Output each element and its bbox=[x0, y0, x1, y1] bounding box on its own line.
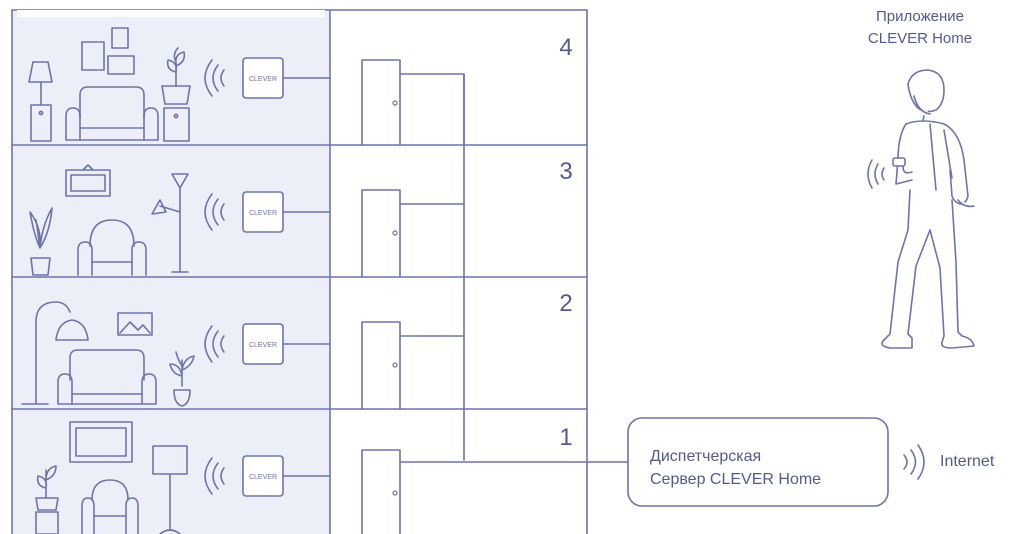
plant-icon bbox=[29, 207, 53, 276]
plant-icon bbox=[161, 47, 191, 142]
floor-4: CLEVER bbox=[28, 27, 465, 146]
device-label: CLEVER bbox=[249, 474, 277, 481]
sofa-icon bbox=[65, 86, 159, 141]
phone-signal-icon bbox=[867, 159, 885, 189]
wifi-signal-icon bbox=[204, 193, 225, 231]
plant-icon bbox=[169, 351, 195, 407]
sofa-icon bbox=[57, 349, 157, 405]
device-label: CLEVER bbox=[249, 210, 277, 217]
door-icon bbox=[361, 321, 465, 410]
device-label: CLEVER bbox=[249, 76, 277, 83]
server-label-line1: Диспетчерская bbox=[650, 448, 762, 465]
app-label: Приложение CLEVER Home bbox=[835, 6, 1005, 50]
person-with-phone-icon bbox=[881, 69, 975, 349]
picture-frame-icon bbox=[69, 421, 133, 463]
wifi-signal-icon bbox=[204, 325, 225, 363]
server-label-line2: Сервер CLEVER Home bbox=[650, 471, 822, 488]
floor-lamp-icon bbox=[28, 61, 53, 142]
floor-2: CLEVER bbox=[21, 301, 465, 410]
wifi-signal-icon bbox=[204, 59, 225, 97]
floor-number-3: 3 bbox=[559, 158, 573, 185]
wifi-signal-icon bbox=[204, 457, 225, 495]
server-box bbox=[627, 417, 889, 507]
floor-lamp-icon bbox=[151, 173, 189, 273]
floor-1: CLEVER bbox=[35, 421, 401, 534]
internet-label: Internet bbox=[940, 453, 995, 470]
floor-3: CLEVER bbox=[29, 164, 465, 278]
door-icon bbox=[361, 189, 465, 278]
plant-icon bbox=[35, 465, 59, 534]
floor-lamp-icon bbox=[152, 445, 188, 534]
armchair-icon bbox=[81, 479, 139, 534]
armchair-icon bbox=[77, 219, 147, 276]
floor-number-4: 4 bbox=[559, 34, 573, 61]
arc-floor-lamp-icon bbox=[21, 301, 89, 405]
signal-waves-icon bbox=[903, 444, 925, 480]
floor-number-2: 2 bbox=[559, 290, 573, 317]
app-label-line1: Приложение bbox=[876, 8, 964, 25]
server-label: Диспетчерская Сервер CLEVER Home bbox=[650, 445, 821, 491]
picture-frame-icon bbox=[65, 164, 111, 197]
door-icon bbox=[361, 59, 465, 146]
device-label: CLEVER bbox=[249, 342, 277, 349]
picture-frames-icon bbox=[81, 27, 135, 75]
app-label-line2: CLEVER Home bbox=[867, 30, 973, 47]
floor-number-1: 1 bbox=[559, 424, 573, 451]
door-icon bbox=[361, 449, 401, 534]
picture-icon bbox=[117, 312, 153, 336]
